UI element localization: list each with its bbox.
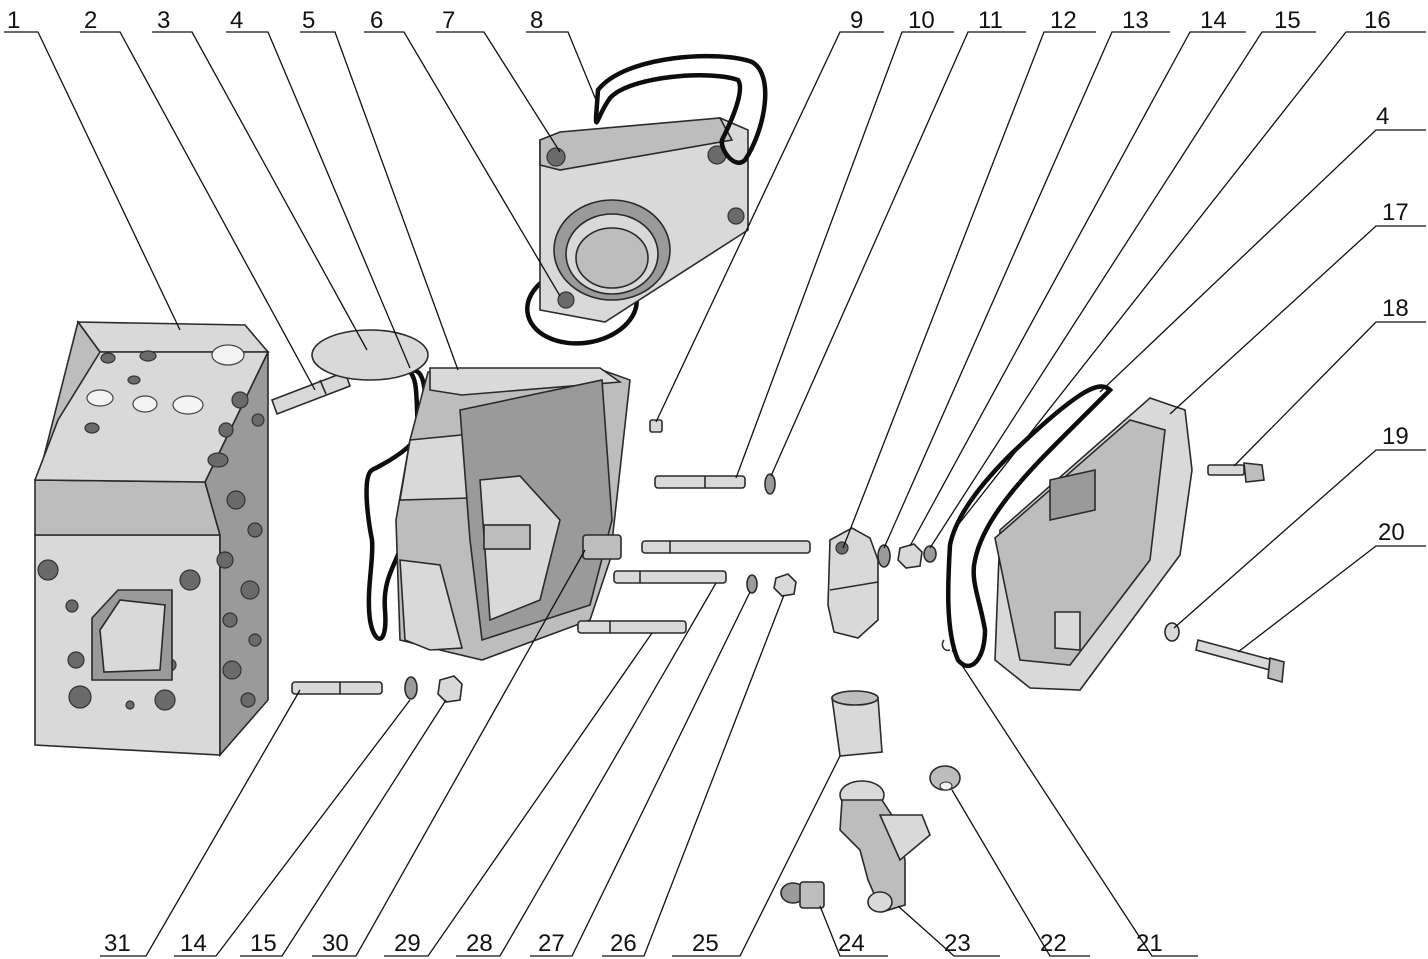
label-bottom-24: 24 xyxy=(838,930,865,957)
part-sleeve-30 xyxy=(582,534,622,560)
part-long-stud xyxy=(641,540,811,554)
part-plug-22 xyxy=(929,765,961,791)
part-stud-31 xyxy=(291,681,383,695)
callout-labels: 1 2 3 4 5 6 7 8 9 10 11 12 13 14 15 16 4… xyxy=(7,7,1409,957)
part-nut-26 xyxy=(773,573,797,597)
label-bottom-22: 22 xyxy=(1040,930,1067,957)
part-bolt-20 xyxy=(1195,639,1285,684)
label-top-2: 2 xyxy=(84,7,97,34)
part-washer-11 xyxy=(764,473,776,495)
part-stud-2 xyxy=(270,370,352,416)
label-top-14: 14 xyxy=(1200,7,1227,34)
part-washer-12 xyxy=(877,544,891,568)
part-stud-29 xyxy=(577,620,687,634)
part-screw-24 xyxy=(780,881,825,909)
label-bottom-14: 14 xyxy=(180,930,207,957)
label-bottom-27: 27 xyxy=(538,930,565,957)
part-washer-14-lower xyxy=(404,676,418,700)
part-housing-block xyxy=(33,320,270,758)
label-bottom-29: 29 xyxy=(394,930,421,957)
part-casing-5 xyxy=(311,329,631,661)
label-top-8: 8 xyxy=(530,7,543,34)
label-bottom-28: 28 xyxy=(466,930,493,957)
label-bottom-25: 25 xyxy=(692,930,719,957)
part-nut-15-lower xyxy=(437,675,463,703)
label-top-12: 12 xyxy=(1050,7,1077,34)
part-ring-8 xyxy=(593,53,768,165)
label-top-11: 11 xyxy=(978,7,1003,34)
label-top-9: 9 xyxy=(850,7,863,34)
label-right-4: 4 xyxy=(1376,103,1389,130)
part-rocker-arm-23 xyxy=(839,780,931,913)
part-washer-14 xyxy=(923,545,937,563)
label-top-7: 7 xyxy=(442,7,455,34)
part-clip-21 xyxy=(941,639,951,652)
part-stud-10 xyxy=(654,475,746,489)
label-top-10: 10 xyxy=(908,7,935,34)
part-cover-17 xyxy=(994,397,1193,691)
leader-lines xyxy=(4,31,1426,957)
label-top-13: 13 xyxy=(1122,7,1149,34)
label-bottom-30: 30 xyxy=(322,930,349,957)
label-top-1: 1 xyxy=(7,7,20,34)
label-right-17: 17 xyxy=(1382,199,1409,226)
part-washer-27 xyxy=(746,574,758,594)
label-top-6: 6 xyxy=(370,7,383,34)
label-top-15: 15 xyxy=(1274,7,1301,34)
part-nut-13 xyxy=(897,543,923,569)
label-top-5: 5 xyxy=(302,7,315,34)
label-right-20: 20 xyxy=(1378,519,1405,546)
label-top-3: 3 xyxy=(157,7,170,34)
label-top-4: 4 xyxy=(230,7,243,34)
part-bushing-25 xyxy=(831,690,883,757)
label-right-18: 18 xyxy=(1382,295,1409,322)
part-stud-28 xyxy=(613,570,727,584)
label-right-19: 19 xyxy=(1382,423,1409,450)
label-bottom-23: 23 xyxy=(944,930,971,957)
part-flange-7 xyxy=(539,117,749,323)
label-bottom-15: 15 xyxy=(250,930,277,957)
label-bottom-26: 26 xyxy=(610,930,637,957)
part-lever-block xyxy=(827,527,879,639)
label-bottom-31: 31 xyxy=(104,930,131,957)
part-plug-9 xyxy=(649,419,663,433)
label-bottom-21: 21 xyxy=(1136,930,1163,957)
part-bolt-18 xyxy=(1207,462,1265,483)
label-top-16: 16 xyxy=(1364,7,1391,34)
